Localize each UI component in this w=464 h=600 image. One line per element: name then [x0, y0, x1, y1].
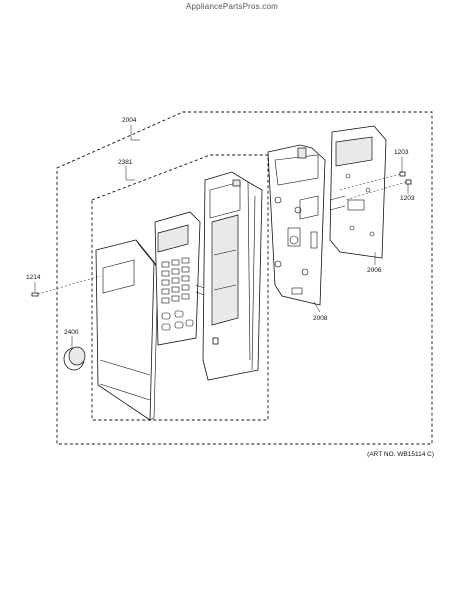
callout-2381: 2381: [118, 159, 133, 166]
callout-1203-lower: 1203: [400, 195, 415, 202]
leader-2381: [125, 166, 135, 181]
membrane-keypad: [154, 211, 229, 346]
screw-1203-lower: [344, 179, 412, 201]
callout-2400: 2400: [64, 329, 79, 336]
screw-1214: [31, 292, 39, 297]
callout-2006: 2006: [367, 267, 382, 274]
site-watermark: AppliancePartsPros.com: [186, 2, 278, 11]
callout-2008: 2008: [313, 315, 328, 322]
screw-1214-axis: [37, 275, 101, 295]
screw-1203-upper: [339, 171, 406, 191]
art-number: (ART NO. WB15114 C): [367, 451, 434, 458]
callout-2004: 2004: [122, 117, 137, 124]
display-board-2006: [329, 125, 387, 259]
leader-2004: [130, 125, 140, 141]
control-board-2008: [267, 144, 326, 306]
control-panel-frame: [202, 171, 263, 381]
assembly-2004-boundary: [56, 111, 433, 445]
callout-1203-upper: 1203: [394, 149, 409, 156]
knob-2400: [63, 346, 86, 371]
assembly-2381-boundary: [91, 154, 269, 421]
leader-2008: [313, 301, 321, 313]
front-fascia-panel: [95, 239, 159, 421]
callout-1214: 1214: [26, 274, 41, 281]
